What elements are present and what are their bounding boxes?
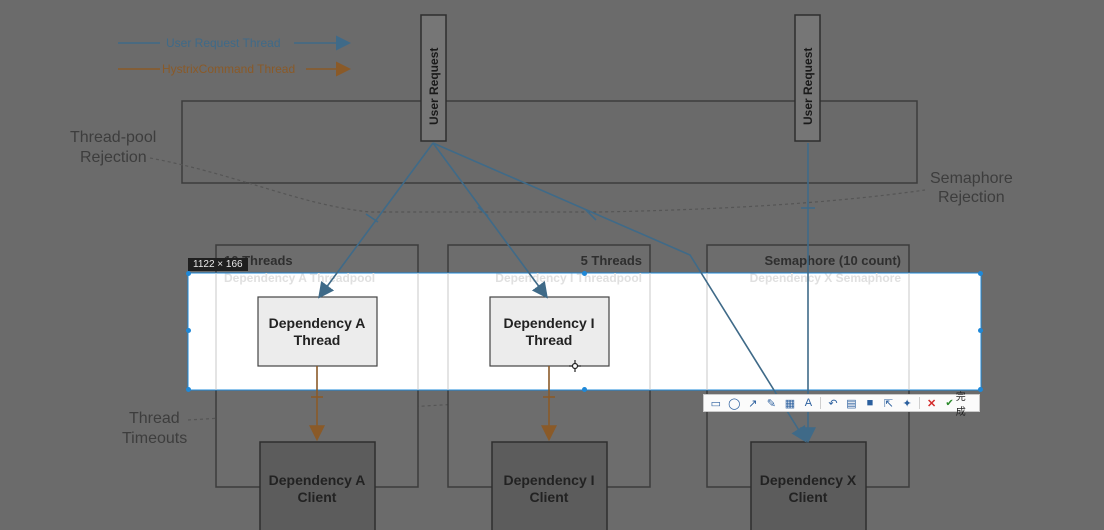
dependency-x-client-line2: Client bbox=[789, 489, 828, 505]
cancel-icon[interactable]: ✕ bbox=[926, 397, 937, 410]
copy-icon[interactable]: ■ bbox=[866, 397, 874, 409]
selection-handle-bc[interactable] bbox=[582, 387, 587, 392]
group-x-sub: Dependency X Semaphore bbox=[750, 271, 902, 285]
dependency-a-thread-line1: Dependency A bbox=[269, 315, 366, 331]
group-i-sub: Dependency I Threadpool bbox=[495, 271, 642, 285]
legend-user-thread: User Request Thread bbox=[166, 36, 281, 50]
selection-handle-mr[interactable] bbox=[978, 328, 983, 333]
dependency-a-client-box bbox=[259, 441, 376, 530]
selection-handle-tc[interactable] bbox=[582, 271, 587, 276]
dependency-a-thread-box bbox=[257, 296, 378, 367]
user-request-arrows bbox=[318, 142, 816, 444]
group-i-heading: 5 Threads bbox=[581, 253, 642, 268]
dependency-i-thread-line2: Thread bbox=[526, 332, 573, 348]
dependency-a-client-line1: Dependency A bbox=[269, 472, 366, 488]
user-request-box-1 bbox=[420, 14, 447, 142]
user-request-label-1: User Request bbox=[427, 48, 441, 125]
legend: User Request Thread HystrixCommand Threa… bbox=[118, 35, 351, 77]
done-label: 完成 bbox=[955, 392, 966, 418]
done-button[interactable]: ✔完成 bbox=[941, 392, 979, 418]
arrow-icon[interactable]: ↗ bbox=[748, 397, 758, 410]
move-cursor-icon bbox=[569, 360, 581, 372]
pen-icon[interactable]: ✎ bbox=[766, 397, 776, 410]
dependency-i-thread-line1: Dependency I bbox=[503, 315, 594, 331]
group-x-heading: Semaphore (10 count) bbox=[764, 253, 901, 268]
mosaic-icon[interactable]: ▦ bbox=[784, 397, 796, 410]
pin-icon[interactable]: ✦ bbox=[902, 397, 912, 410]
dependency-i-client-line2: Client bbox=[530, 489, 569, 505]
toolbar-divider bbox=[918, 397, 920, 409]
screenshot-toolbar: ▭ ◯ ↗ ✎ ▦ A ↶ ▤ ■ ⇱ ✦ ✕ ✔完成 bbox=[703, 392, 980, 418]
dependency-a-client-line2: Client bbox=[298, 489, 337, 505]
thread-timeouts-label-2: Timeouts bbox=[122, 430, 187, 447]
text-icon[interactable]: A bbox=[804, 397, 813, 409]
semaphore-rejection-label-1: Semaphore bbox=[930, 170, 1013, 187]
selection-size-label: 1122 × 166 bbox=[188, 258, 248, 271]
ellipse-icon[interactable]: ◯ bbox=[728, 397, 741, 410]
user-request-box-2 bbox=[794, 14, 821, 142]
toolbar-divider bbox=[820, 397, 822, 409]
group-a-sub: Dependency A Threadpool bbox=[224, 271, 375, 285]
selection-handle-tr[interactable] bbox=[978, 271, 983, 276]
dependency-i-client-box bbox=[491, 441, 608, 530]
rectangle-icon[interactable]: ▭ bbox=[710, 397, 721, 410]
selection-handle-bl[interactable] bbox=[186, 387, 191, 392]
dependency-x-client-line1: Dependency X bbox=[760, 472, 857, 488]
hystrix-command-arrows bbox=[309, 366, 557, 442]
undo-icon[interactable]: ↶ bbox=[828, 397, 838, 410]
selection-handle-ml[interactable] bbox=[186, 328, 191, 333]
legend-hystrix-thread: HystrixCommand Thread bbox=[162, 62, 295, 76]
user-request-label-2: User Request bbox=[801, 48, 815, 125]
share-icon[interactable]: ⇱ bbox=[883, 397, 894, 410]
selection-handle-tl[interactable] bbox=[186, 271, 191, 276]
dependency-i-client-line1: Dependency I bbox=[503, 472, 594, 488]
selection-handle-br[interactable] bbox=[978, 387, 983, 392]
semaphore-rejection-label-2: Rejection bbox=[938, 189, 1005, 206]
save-icon[interactable]: ▤ bbox=[846, 397, 857, 410]
dependency-a-thread-line2: Thread bbox=[294, 332, 341, 348]
threadpool-rejection-label-1: Thread-pool bbox=[70, 129, 156, 146]
thread-timeouts-label-1: Thread bbox=[129, 410, 180, 427]
threadpool-rejection-label-2: Rejection bbox=[80, 149, 147, 166]
dependency-x-client-box bbox=[750, 441, 867, 530]
